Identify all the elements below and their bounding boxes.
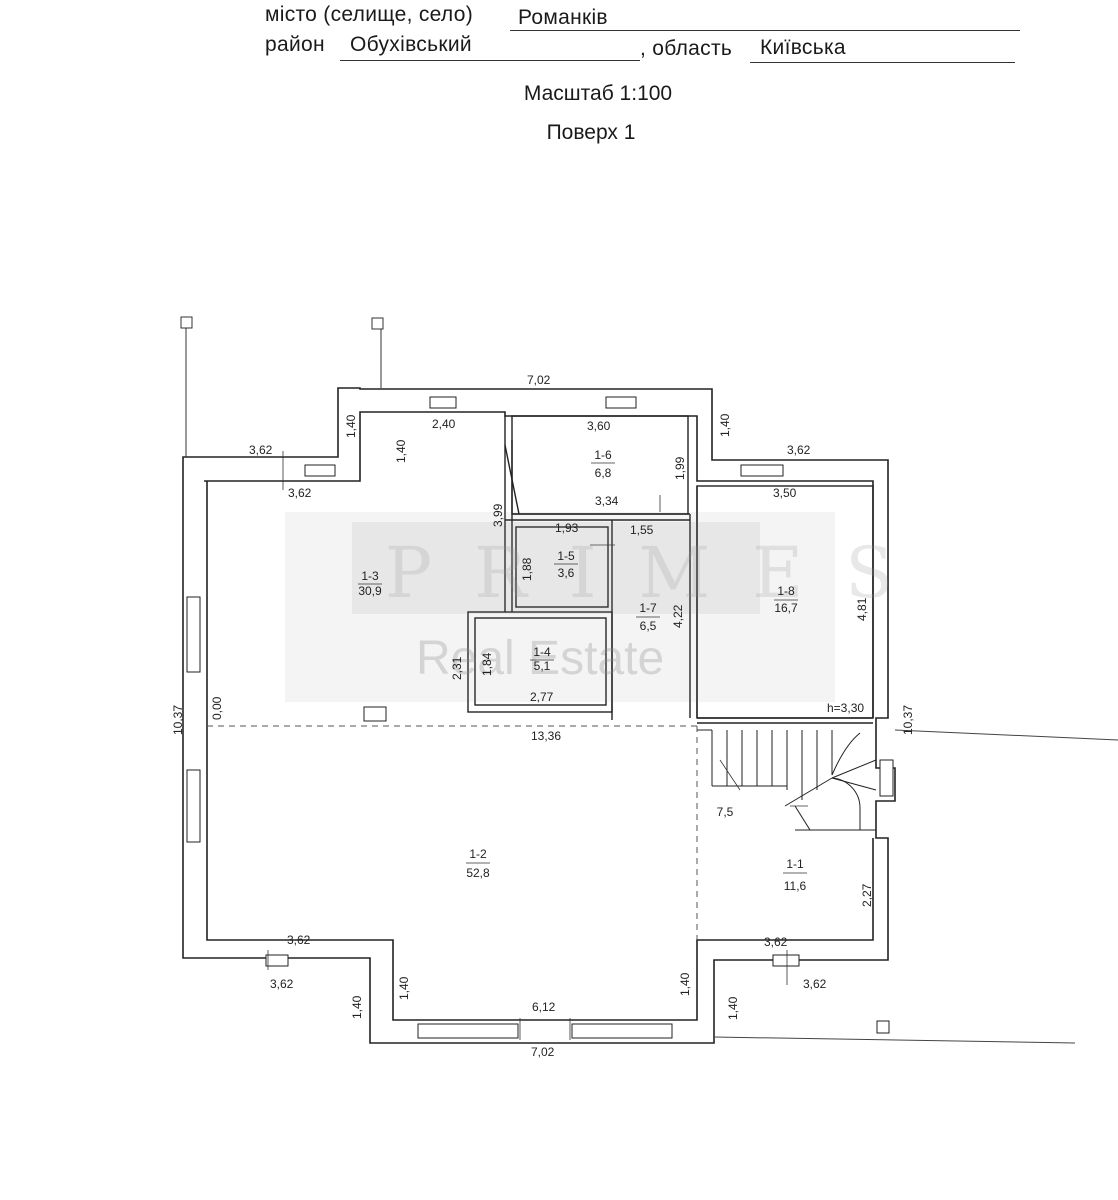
- dim-bay-right-bottom-b: 3,62: [803, 977, 827, 991]
- dim-zero: 0,00: [210, 696, 224, 720]
- room-1-3-id: 1-3: [361, 569, 379, 583]
- dim-wall-3-99: 3,99: [491, 503, 505, 527]
- windows: [186, 396, 894, 1039]
- room-1-1-area: 11,6: [784, 879, 807, 893]
- dim-1-7-top: 1,55: [630, 523, 654, 537]
- region-label: , область: [640, 37, 733, 60]
- dim-bay-right-top: 3,62: [787, 443, 811, 457]
- dim-1-5-top: 1,93: [555, 521, 579, 535]
- region-underline: [750, 62, 1015, 63]
- room-1-2-id: 1-2: [469, 847, 487, 861]
- room-1-5-id: 1-5: [557, 549, 575, 563]
- dim-offset-tr: 1,40: [718, 413, 732, 437]
- dim-1-5-side: 1,88: [520, 557, 534, 581]
- dim-middle: 13,36: [531, 729, 561, 743]
- scale-label: Масштаб 1:100: [523, 82, 673, 105]
- room-1-2-area: 52,8: [466, 866, 490, 880]
- room-1-1-id: 1-1: [786, 857, 804, 871]
- dim-bottom-outer: 7,02: [531, 1045, 555, 1059]
- room-1-4-id: 1-4: [533, 645, 551, 659]
- room-labels: 1-1 11,6 1-2 52,8 1-3 30,9 1-4 5,1 1-5 3…: [358, 448, 864, 893]
- room-1-8-area: 16,7: [774, 601, 798, 615]
- dim-offset-bl-b: 1,40: [397, 976, 411, 1000]
- dim-bay-left-bottom-b: 3,62: [270, 977, 294, 991]
- city-value: Романків: [518, 6, 608, 29]
- dimension-labels: 7,02 7,02 6,12 13,36 2,40 3,60 3,34 3,50…: [171, 373, 915, 1059]
- room-1-6-area: 6,8: [595, 466, 612, 480]
- porch: [180, 316, 384, 457]
- dim-offset-br-b: 1,40: [726, 996, 740, 1020]
- room-1-5-area: 3,6: [558, 566, 575, 580]
- staircase: [697, 729, 877, 831]
- dimension-ticks: [267, 451, 808, 1040]
- dim-bottom-inner: 6,12: [532, 1000, 556, 1014]
- dim-1-6-top: 3,60: [587, 419, 611, 433]
- region-value: Київська: [760, 36, 846, 59]
- room-1-3-area: 30,9: [358, 584, 382, 598]
- district-underline: [340, 60, 640, 61]
- dim-top-outer: 7,02: [527, 373, 551, 387]
- watermark-real-estate: Real Estate: [416, 632, 664, 685]
- dim-1-8-top: 3,50: [773, 486, 797, 500]
- dim-offset-tl-a: 1,40: [344, 414, 358, 438]
- city-label: місто (селище, село): [265, 3, 473, 26]
- lot-lines: [713, 729, 1118, 1044]
- dim-bay-left-top-b: 3,62: [288, 486, 312, 500]
- dim-1-6-side: 1,99: [673, 456, 687, 480]
- interior-walls: [467, 415, 874, 724]
- dim-1-3-top: 2,40: [432, 417, 456, 431]
- dim-1-7-side: 4,22: [671, 604, 685, 628]
- small-squares: [363, 706, 890, 1034]
- height-note: h=3,30: [827, 701, 864, 715]
- district-label: район: [265, 33, 325, 56]
- room-1-7-area: 6,5: [640, 619, 657, 633]
- dim-right-total: 10,37: [901, 705, 915, 735]
- room-1-4-area: 5,1: [534, 659, 551, 673]
- room-1-7-id: 1-7: [639, 601, 657, 615]
- room-1-8-id: 1-8: [777, 584, 795, 598]
- dim-offset-tl-b: 1,40: [394, 439, 408, 463]
- dim-offset-bl-a: 1,40: [350, 995, 364, 1019]
- district-value: Обухівський: [350, 33, 472, 56]
- watermark: PRIMES Real Estate: [285, 512, 935, 702]
- room-1-6-id: 1-6: [594, 448, 612, 462]
- watermark-primes: PRIMES: [385, 532, 935, 614]
- dim-offset-br-a: 1,40: [678, 972, 692, 996]
- dim-left-total: 10,37: [171, 705, 185, 735]
- dim-1-4-side: 1,84: [480, 652, 494, 676]
- city-underline: [510, 30, 1020, 31]
- stair-area: 7,5: [717, 805, 734, 819]
- dim-bay-left-top-a: 3,62: [249, 443, 273, 457]
- floor-label: Поверх 1: [546, 121, 636, 144]
- dim-1-8-side: 4,81: [855, 597, 869, 621]
- dim-bay-right-bottom-a: 3,62: [764, 935, 788, 949]
- dim-bay-left-bottom-a: 3,62: [287, 933, 311, 947]
- dim-1-4-bottom: 2,77: [530, 690, 554, 704]
- document-header: місто (селище, село) Романків район Обух…: [0, 0, 1118, 160]
- dim-1-1-side: 2,27: [860, 883, 874, 907]
- dashed-lines: [207, 725, 698, 940]
- dim-1-6-inner: 3,34: [595, 494, 619, 508]
- dim-1-4-left: 2,31: [450, 656, 464, 680]
